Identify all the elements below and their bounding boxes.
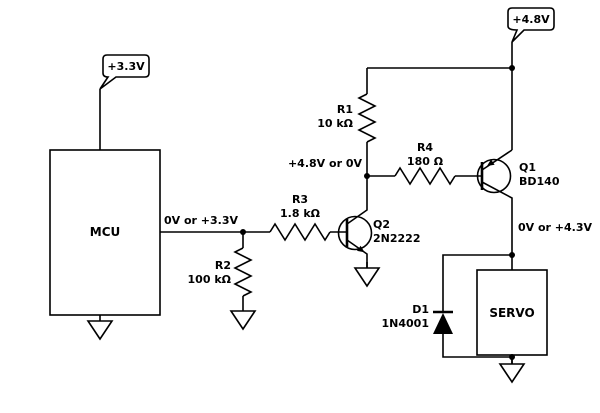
resistor-zigzag — [269, 222, 331, 242]
mcu-label: MCU — [90, 225, 121, 239]
vcc-4v8-label: +4.8V — [512, 13, 550, 26]
r2-ref: R2 — [215, 259, 231, 272]
r4-value: 180 Ω — [407, 155, 444, 168]
ground-triangle — [353, 267, 381, 288]
r3-ref: R3 — [292, 193, 308, 206]
net-labels: 0V or +3.3V +4.8V or 0V 0V or +4.3V — [164, 157, 593, 234]
junction-dot — [509, 354, 515, 360]
wire-diode-top — [442, 254, 512, 312]
resistor-zigzag — [233, 247, 253, 297]
flag-bubble — [99, 54, 150, 90]
q1-value: BD140 — [519, 175, 560, 188]
net-label-mcu-output: 0V or +3.3V — [164, 214, 239, 227]
mcu-box — [49, 149, 161, 316]
q1-body — [476, 158, 512, 194]
r3-value: 1.8 kΩ — [280, 207, 321, 220]
resistor-r3: R3 1.8 kΩ — [269, 193, 331, 242]
q2-emitter-arrow — [357, 245, 365, 253]
diode-d1: D1 1N4001 — [382, 303, 453, 334]
junction-dot — [509, 252, 515, 258]
r2-value: 100 kΩ — [188, 273, 232, 286]
r1-value: 10 kΩ — [317, 117, 353, 130]
transistor-q1: Q1 BD140 — [476, 158, 560, 194]
ground-triangle — [86, 320, 114, 341]
vcc-3v3-label: +3.3V — [107, 60, 145, 73]
d1-value: 1N4001 — [382, 317, 429, 330]
ground-symbol-mcu — [86, 315, 114, 341]
ground-symbol-servo — [498, 357, 526, 384]
wire-q2-collector — [346, 176, 368, 225]
resistor-zigzag — [357, 93, 377, 143]
d1-triangle — [433, 313, 453, 334]
vcc-flag-3v3: +3.3V — [99, 54, 150, 90]
mcu-block: MCU — [49, 149, 161, 316]
q2-body — [337, 215, 373, 251]
wire-q1-collector — [481, 181, 513, 270]
ground-triangle — [229, 310, 257, 331]
ground-symbol-q2 — [353, 262, 381, 288]
junction-dot — [364, 173, 370, 179]
d1-ref: D1 — [412, 303, 429, 316]
q1-ref: Q1 — [519, 161, 536, 174]
vcc-flag-4v8: +4.8V — [507, 7, 555, 43]
net-label-servo-input: 0V or +4.3V — [518, 221, 593, 234]
ground-symbol-r2 — [229, 305, 257, 331]
q1-emitter-arrow — [487, 159, 495, 166]
servo-block: SERVO — [476, 269, 548, 356]
q2-value: 2N2222 — [373, 232, 420, 245]
junction-dot — [509, 65, 515, 71]
transistor-q2: Q2 2N2222 — [337, 215, 420, 253]
servo-box — [476, 269, 548, 356]
net-label-q2-collector: +4.8V or 0V — [288, 157, 363, 170]
resistor-r4: R4 180 Ω — [394, 141, 456, 186]
resistor-r1: R1 10 kΩ — [317, 93, 377, 143]
r4-ref: R4 — [417, 141, 433, 154]
r1-ref: R1 — [337, 103, 353, 116]
junction-dot — [240, 229, 246, 235]
flag-bubble — [507, 7, 555, 43]
servo-label: SERVO — [489, 306, 534, 320]
ground-triangle — [498, 363, 526, 384]
resistor-zigzag — [394, 166, 456, 186]
junction-dots — [240, 65, 515, 360]
resistor-r2: R2 100 kΩ — [188, 247, 253, 297]
wire-q2-emitter — [346, 239, 368, 268]
wire-diode-bottom — [442, 334, 512, 358]
q2-ref: Q2 — [373, 218, 390, 231]
